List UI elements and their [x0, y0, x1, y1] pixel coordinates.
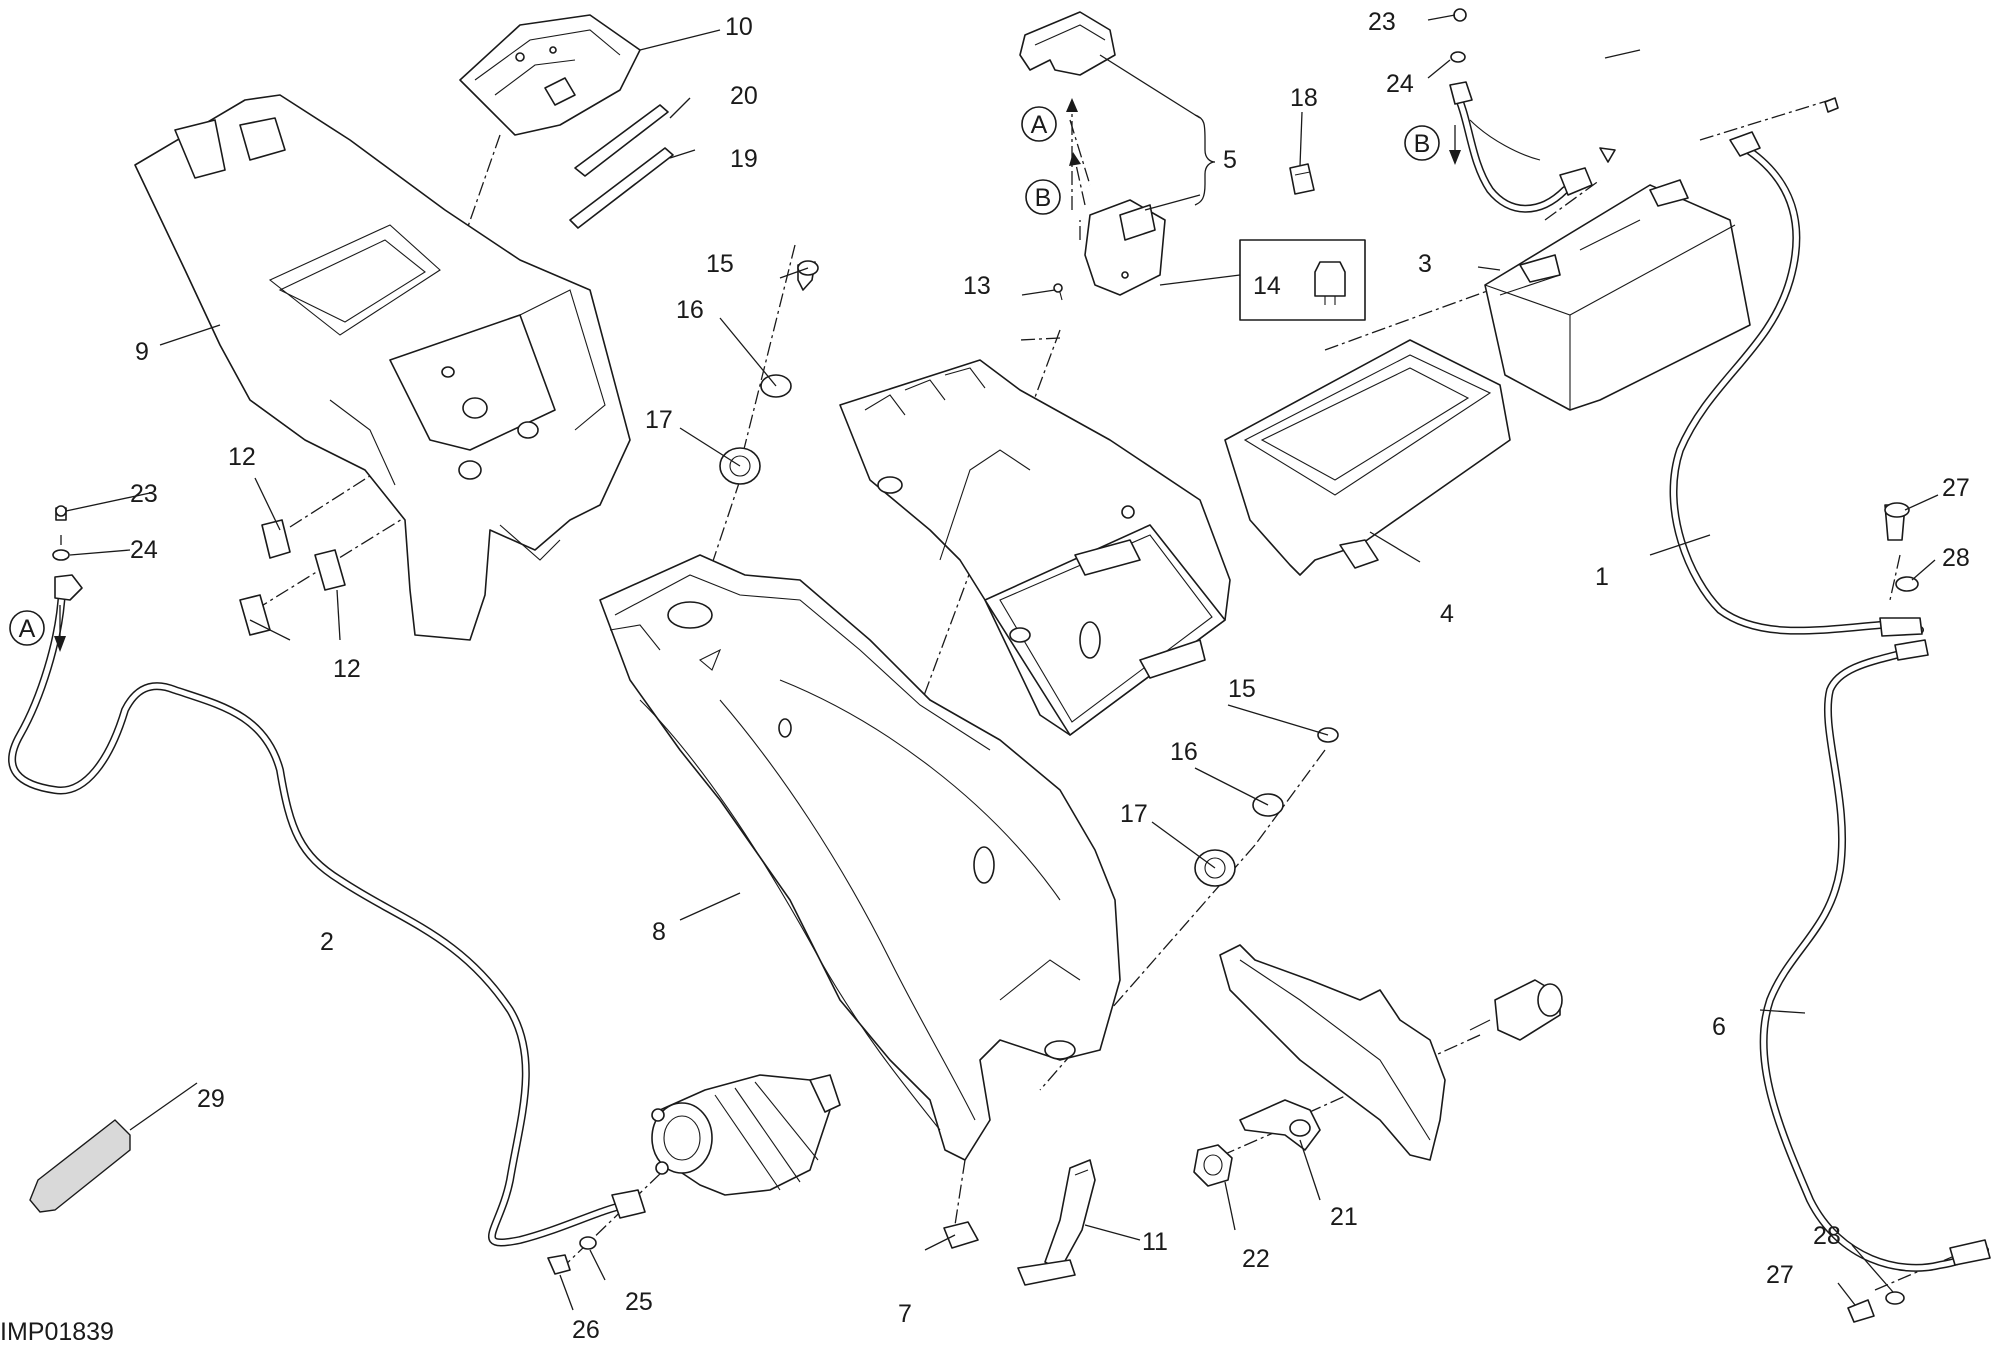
callout-20: 20: [730, 82, 758, 110]
callout-labels: 1 2 3 4 5 6 7 8 9 10 11 12 12 13 14 15 1…: [130, 8, 1970, 1344]
nut-22: [1193, 1144, 1233, 1187]
cable-terminal-icon: [1894, 639, 1929, 661]
callout-17b: 17: [1120, 800, 1148, 828]
callout-23b: 23: [1368, 8, 1396, 36]
cable-terminal-icon: [1879, 617, 1923, 637]
cable-2: [8, 574, 646, 1247]
fuse-18: [1289, 163, 1315, 195]
callout-3: 3: [1418, 250, 1432, 278]
callout-5: 5: [1223, 146, 1237, 174]
tray-8: [599, 554, 1121, 1161]
callout-29: 29: [197, 1085, 225, 1113]
cable-terminal-icon: [1949, 1239, 1991, 1266]
fastener-set-upper: [719, 260, 1063, 485]
connection-mark-b-right: B: [1414, 130, 1431, 158]
battery-box-4: [1224, 339, 1511, 576]
bracket-13: [839, 359, 1231, 736]
undertray-9: [134, 94, 631, 641]
cable-terminal-icon: [611, 1189, 646, 1219]
cable-6: [1759, 639, 1991, 1272]
battery-3: [1484, 179, 1751, 411]
cable-1: [1669, 131, 1924, 637]
arrow-up-icon: [1066, 98, 1078, 112]
cable-terminal-icon: [54, 574, 83, 601]
drawing-code: IMP01839: [0, 1318, 114, 1346]
sleeve-29: [29, 1119, 131, 1213]
fastener-set-lower: [1194, 727, 1339, 887]
callout-9: 9: [135, 338, 149, 366]
connector-5: [1019, 11, 1166, 296]
cable-terminal-icon: [1729, 131, 1761, 157]
connection-mark-a-top: A: [1031, 111, 1048, 139]
callout-28a: 28: [1942, 544, 1970, 572]
bolt-washer-top: [1449, 8, 1839, 163]
battery-cable-short: [1451, 86, 1593, 213]
callout-17a: 17: [645, 406, 673, 434]
callout-27a: 27: [1942, 474, 1970, 502]
clip-7: [943, 1221, 979, 1249]
callout-21: 21: [1330, 1203, 1358, 1231]
callout-25: 25: [625, 1288, 653, 1316]
arrow-down-icon: [1449, 150, 1461, 165]
callout-18: 18: [1290, 84, 1318, 112]
callout-8: 8: [652, 918, 666, 946]
clamp-11: [1017, 1159, 1096, 1286]
callout-10: 10: [725, 13, 753, 41]
callout-12a: 12: [228, 443, 256, 471]
callout-22: 22: [1242, 1245, 1270, 1273]
bolt-washer-left: [52, 505, 70, 561]
bracket-21: [1239, 1099, 1321, 1151]
arrow-down-icon: [54, 636, 66, 652]
callout-1: 1: [1595, 563, 1609, 591]
callout-16a: 16: [676, 296, 704, 324]
rods-19-20: [569, 104, 674, 229]
callout-24b: 24: [1386, 70, 1414, 98]
callout-2: 2: [320, 928, 334, 956]
callout-16b: 16: [1170, 738, 1198, 766]
connection-mark-b-top: B: [1035, 184, 1052, 212]
callout-leaders: [65, 14, 1939, 1311]
starter-motor: [651, 1074, 841, 1196]
washer-nut-25-26: [547, 1236, 597, 1275]
arrow-up-icon: [1069, 152, 1081, 166]
fuse-detail-14: [1239, 239, 1366, 321]
callout-15a: 15: [706, 250, 734, 278]
callout-27b: 27: [1766, 1261, 1794, 1289]
callout-13: 13: [963, 272, 991, 300]
callout-11: 11: [1142, 1228, 1168, 1256]
clips-12: [239, 519, 346, 636]
callout-15b: 15: [1228, 675, 1256, 703]
tail-cover-10: [459, 14, 641, 136]
side-panel-socket: [1219, 944, 1563, 1161]
connection-mark-a-left: A: [19, 615, 36, 643]
callout-7: 7: [898, 1300, 912, 1328]
callout-23a: 23: [130, 480, 158, 508]
bolt-washer-right: [1847, 502, 1919, 1323]
callout-12b: 12: [333, 655, 361, 683]
callout-24a: 24: [130, 536, 158, 564]
connection-marks: A B B A: [9, 98, 1461, 652]
callout-28b: 28: [1813, 1222, 1841, 1250]
callout-14: 14: [1253, 272, 1281, 300]
callout-4: 4: [1440, 600, 1454, 628]
callout-19: 19: [730, 145, 758, 173]
callout-6: 6: [1712, 1013, 1726, 1041]
callout-26: 26: [572, 1316, 600, 1344]
